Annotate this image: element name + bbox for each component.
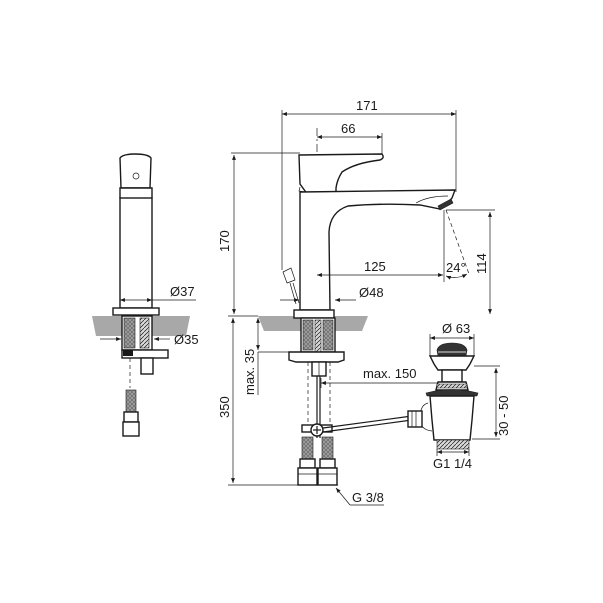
dim-rod-length: max. 150 bbox=[363, 366, 416, 381]
dim-handle-offset: 66 bbox=[341, 121, 355, 136]
supply-hose-2 bbox=[321, 436, 334, 460]
supply-hose-1 bbox=[301, 436, 314, 460]
drain-plug-cap bbox=[436, 342, 468, 357]
dim-spray-angle: 24° bbox=[446, 260, 466, 275]
faucet-body-spout bbox=[299, 189, 457, 311]
popup-knob bbox=[282, 267, 296, 284]
mounting-plate bbox=[288, 351, 345, 363]
dim-overall-depth: 171 bbox=[356, 98, 378, 113]
dim-counter-thickness: max. 35 bbox=[242, 349, 257, 395]
dim-hose-thread: G 3/8 bbox=[352, 490, 384, 505]
aerator-outlet-icon bbox=[437, 198, 454, 211]
dim-drain-thread: G1 1/4 bbox=[433, 456, 472, 471]
drain-thread bbox=[436, 439, 470, 450]
dim-drain-diameter: Ø 63 bbox=[442, 321, 470, 336]
indicator-dot-icon bbox=[132, 172, 140, 180]
faucet-body-side bbox=[119, 197, 153, 309]
dim-spout-height: 114 bbox=[474, 253, 489, 274]
lever-handle bbox=[298, 153, 384, 196]
dim-shank-diameter: Ø35 bbox=[174, 332, 199, 347]
dim-overall-height: 170 bbox=[217, 230, 232, 252]
drain-body bbox=[429, 395, 475, 441]
waste-drain: Ø 63 30 - 50 G1 1/4 bbox=[407, 321, 511, 471]
dim-drain-range: 30 - 50 bbox=[496, 396, 511, 436]
side-view-left: Ø37 Ø35 bbox=[92, 153, 199, 437]
front-view-main: 171 66 170 114 24° 125 Ø48 max. 35 bbox=[217, 98, 495, 506]
rod-connector bbox=[407, 410, 423, 428]
dim-body-diameter: Ø37 bbox=[170, 284, 195, 299]
dim-installation-depth: 350 bbox=[217, 396, 232, 418]
handle-side bbox=[119, 153, 152, 189]
dim-spout-reach: 125 bbox=[364, 259, 386, 274]
dim-base-diameter: Ø48 bbox=[359, 285, 384, 300]
